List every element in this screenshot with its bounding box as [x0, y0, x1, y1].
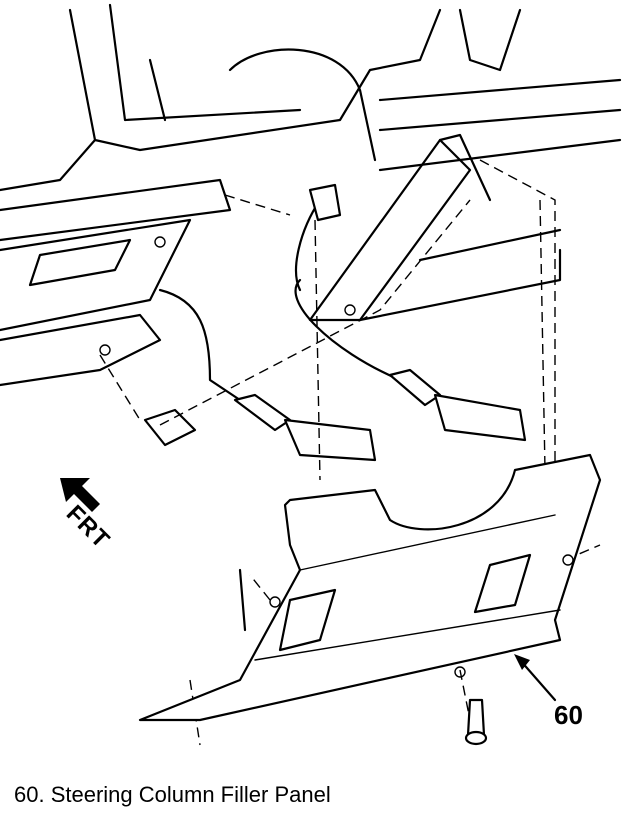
- steering-column-exploded-diagram: [0, 3, 622, 746]
- figure-caption: 60. Steering Column Filler Panel: [14, 782, 331, 807]
- left-dash-panel: [0, 218, 192, 387]
- screw-fastener: [464, 698, 488, 746]
- wiring-harness: [158, 198, 402, 402]
- steering-column-filler-panel: [138, 453, 602, 722]
- upper-dash-structure: [0, 3, 622, 242]
- front-direction-arrow-icon: [60, 478, 100, 512]
- connectors: [143, 183, 527, 462]
- alignment-lines: [99, 159, 601, 746]
- callout-leader: [514, 654, 557, 702]
- callout-number-60: 60: [554, 700, 583, 730]
